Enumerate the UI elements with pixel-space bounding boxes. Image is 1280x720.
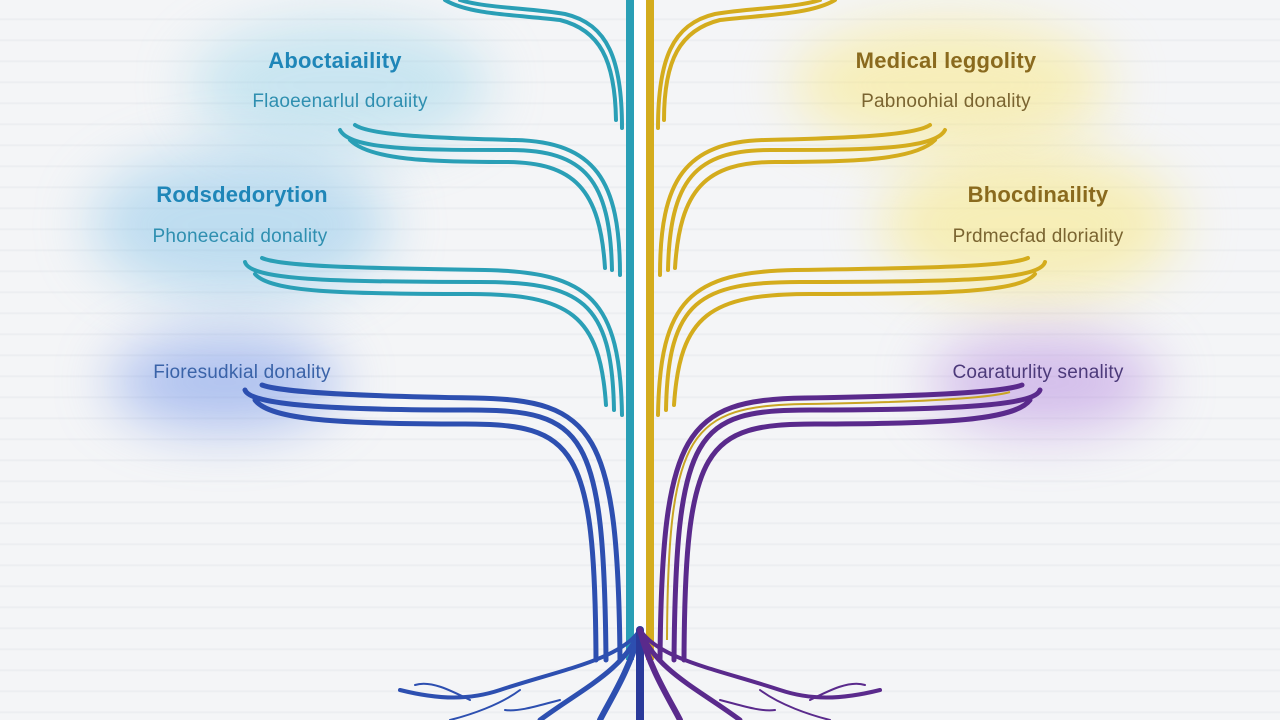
left-node-1-title: Aboctaiaility bbox=[268, 48, 402, 73]
right-node-1-title: Medical leggolity bbox=[855, 48, 1037, 73]
glow-left-low bbox=[110, 335, 340, 430]
branch-right-3 bbox=[656, 256, 1047, 417]
branch-left-4 bbox=[242, 382, 623, 663]
right-node-1-subtitle: Pabnoohial donality bbox=[861, 91, 1031, 112]
branch-right-top bbox=[656, 0, 837, 130]
trunk-right bbox=[646, 0, 654, 660]
glow-right-mid bbox=[880, 150, 1180, 300]
trunk-gap bbox=[634, 0, 646, 660]
glow-right-low bbox=[930, 335, 1160, 430]
right-node-3-subtitle: Coaraturlity senality bbox=[952, 362, 1124, 383]
right-node-2-subtitle: Prdmecfad dloriality bbox=[952, 226, 1124, 247]
branch-right-4-accent bbox=[666, 391, 1011, 641]
branch-left-top bbox=[443, 0, 624, 130]
branch-left-3 bbox=[243, 256, 624, 417]
left-node-1-subtitle: Flaoeenarlul doraiity bbox=[252, 91, 428, 112]
roots bbox=[398, 626, 882, 720]
branch-left-2 bbox=[338, 123, 622, 277]
trunk-left bbox=[626, 0, 634, 660]
left-node-2-subtitle: Phoneecaid donality bbox=[152, 226, 328, 247]
branch-right-4 bbox=[657, 382, 1043, 663]
left-node-2-title: Rodsdedorytion bbox=[156, 182, 328, 207]
glow-left-mid bbox=[90, 150, 390, 300]
right-node-2-title: Bhocdinaility bbox=[967, 182, 1109, 207]
left-node-3-subtitle: Fioresudkial donality bbox=[153, 362, 331, 383]
glow-right-top bbox=[790, 20, 1110, 150]
branch-right-2 bbox=[658, 123, 947, 277]
